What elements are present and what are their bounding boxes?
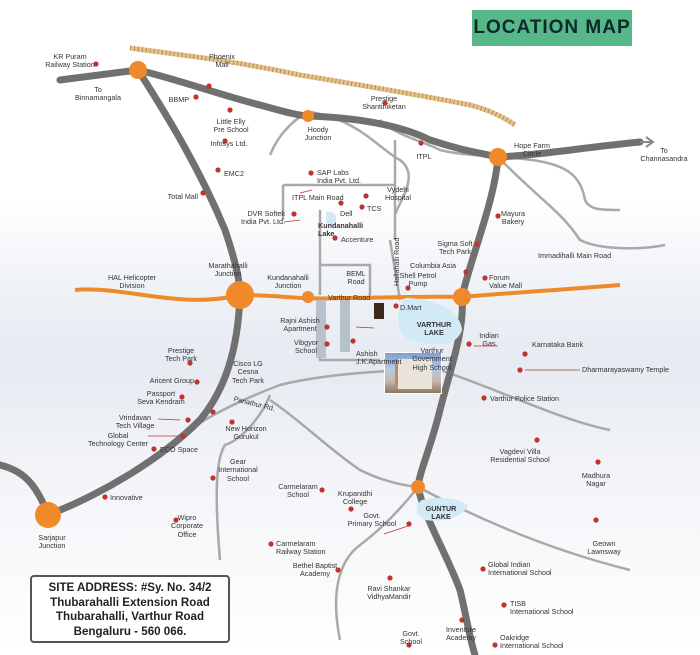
label-prestige-shantiniketan: Prestige Shantiniketan (362, 94, 406, 112)
label-varthur-police: Varthur Police Station (490, 394, 559, 403)
label-oakridge: Oakridge International School (500, 633, 564, 651)
project-logo (374, 303, 384, 319)
label-bethel: Bethel Baptist Academy (292, 561, 338, 579)
site-address-box: SITE ADDRESS: #Sy. No. 34/2 Thubarahalli… (30, 575, 230, 643)
label-hal-heli: HAL Helicopter Division (107, 273, 157, 291)
label-hope-farm: Hope Farm Circle (514, 141, 550, 159)
label-carmelaram-school: Carmelaram School (278, 482, 318, 500)
label-kundanahalli-lake: Kundanahalli Lake (318, 221, 364, 239)
label-indian-gas: Indian Gas (479, 331, 499, 349)
label-karnataka-bank: Karnataka Bank (532, 340, 584, 349)
label-vagdevi: Vagdevi Villa Residential School (490, 447, 550, 465)
label-passport: Passport Seva Kendram (137, 389, 185, 407)
label-tcs: TCS (367, 204, 382, 213)
site-address-line4: Bengaluru - 560 066. (73, 624, 187, 638)
label-krupanidhi: Krupanidhi College (337, 489, 373, 507)
label-to-binnamangala: To Binnamangala (75, 85, 121, 103)
label-ashish-jk: Ashish J.K.Apartment (356, 349, 402, 367)
label-marathahalli-junction: Marathahalli Junction (208, 261, 248, 279)
site-address-line1: SITE ADDRESS: #Sy. No. 34/2 (48, 581, 212, 594)
label-inventure: Inventure Academy (446, 625, 476, 643)
label-accenture: Accenture (341, 235, 374, 244)
label-phoenix-mall: Phoenix Mall (209, 52, 235, 70)
label-dmart: D.Mart (400, 303, 422, 312)
label-shell-petrol: Shell Petrol Pump (399, 271, 437, 289)
label-rajni-ashish: Rajni Ashish Apartment (280, 316, 320, 334)
label-itpl-main-road: ITPL Main Road (292, 193, 344, 202)
label-kundanahalli-junction: Kundanahalli Junction (267, 273, 309, 291)
label-geown: Geown Lawnsway (587, 539, 621, 557)
label-global-indian: Global Indian International School (488, 560, 552, 578)
label-beml-road: BEML Road (346, 269, 366, 287)
label-emc2: EMC2 (224, 169, 244, 178)
label-carmelaram-rs: Carmelaram Railway Station (276, 539, 326, 557)
label-forum-mall: Forum Value Mall (489, 273, 523, 291)
label-sap-labs: SAP Labs India Pvt. Ltd. (317, 168, 361, 186)
label-new-horizon: New Horizon Gurukul (225, 424, 267, 442)
map-title: LOCATION MAP (472, 10, 632, 46)
label-global-tech: Global Technology Center (88, 431, 148, 449)
label-ravi-shankar: Ravi Shankar VidhyaMandir (367, 584, 411, 602)
label-vibgyor: Vibgyor School (293, 338, 319, 356)
label-dvr-softek: DVR Softek India Pvt. Ltd. (241, 209, 285, 227)
label-itpl: ITPL (416, 152, 432, 161)
label-innovative: Innovative (110, 493, 143, 502)
project-building-image (384, 352, 442, 394)
label-eco-space: ECO Space (160, 445, 198, 454)
label-gear-school: Gear International School (218, 457, 258, 483)
label-sigma-soft: Sigma Soft Tech Park (437, 239, 473, 257)
label-guntur-lake: GUNTUR LAKE (425, 504, 457, 522)
label-govt-school: Govt. School (400, 629, 422, 647)
label-sarjapur-junction: Sarjapur Junction (38, 533, 66, 551)
label-kr-puram: KR Puram Railway Station (45, 52, 95, 70)
label-to-channasandra: To Channasandra (640, 146, 688, 164)
label-vrindavan: Vrindavan Tech Village (115, 413, 155, 431)
label-little-elly: Little Elly Pre School (213, 117, 249, 135)
label-aricent: Aricent Group (149, 376, 194, 385)
label-vydehi: Vydehi Hospital (385, 185, 411, 203)
label-bbmp: BBMP (168, 95, 189, 104)
label-mayura-bakery: Mayura Bakery (501, 209, 525, 227)
label-govt-primary: Govt. Primary School (347, 511, 397, 529)
label-prestige-tech: Prestige Tech Park (165, 346, 197, 364)
label-dharmaraya-temple: Dharmarayaswamy Temple (582, 365, 669, 374)
label-infosys: Infosys Ltd. (210, 139, 248, 148)
label-wipro: Wipro Corporate Office (171, 513, 203, 539)
label-hoody-junction: Hoody Junction (304, 125, 332, 143)
label-varthur-road: Varthur Road (328, 293, 371, 302)
label-dell: Dell (340, 209, 353, 218)
label-cisco: Cisco LG Cesna Tech Park (232, 359, 264, 385)
label-columbia-asia: Columbia Asia (410, 261, 456, 270)
label-madhura-nagar: Madhura Nagar (581, 471, 611, 489)
label-tisb: TISB International School (510, 599, 574, 617)
site-address-line3: Thubarahalli, Varthur Road (55, 610, 205, 623)
site-address-line2: Thubarahalli Extension Road (50, 595, 210, 609)
label-varthur-govt-school: Varthur Government High School (412, 346, 452, 372)
label-total-mall: Total Mall (167, 192, 198, 201)
label-varthur-lake: VARTHUR LAKE (416, 320, 452, 338)
place-markers (93, 61, 601, 648)
label-immadihalli-road: Immadihalli Main Road (538, 251, 612, 260)
